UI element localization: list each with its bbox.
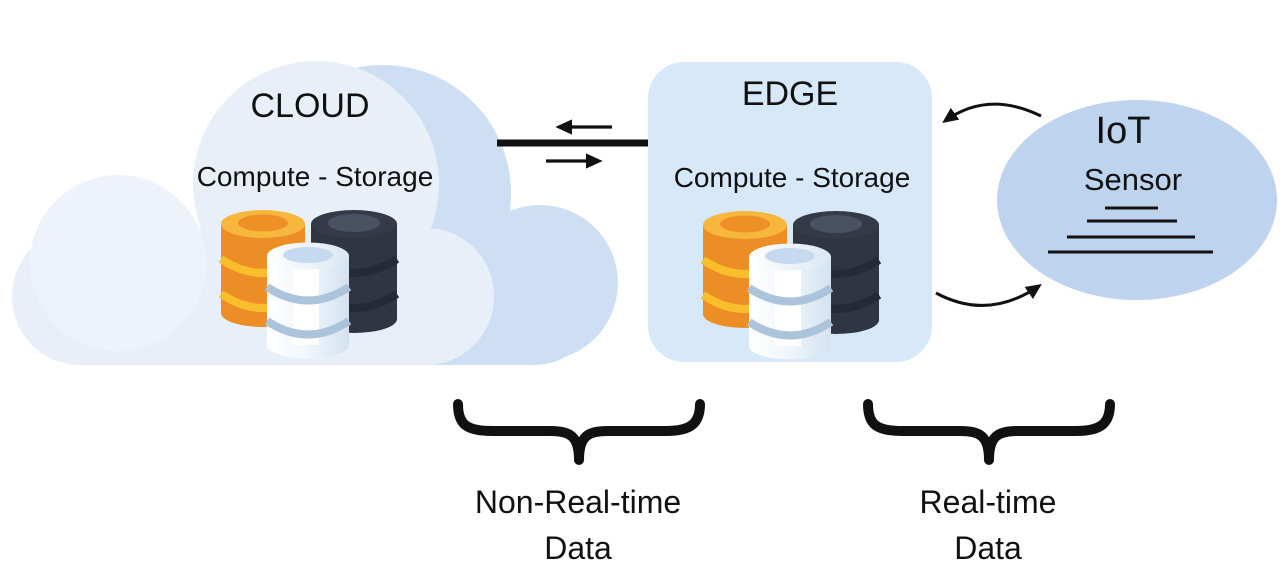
realtime-label-line2: Data (954, 530, 1022, 566)
realtime-brace (868, 404, 1110, 460)
connector-line (497, 139, 648, 147)
edge-title: EDGE (741, 75, 839, 113)
iot-title: IoT (1095, 110, 1151, 152)
cloud-subtitle: Compute - Storage (196, 161, 434, 192)
realtime-label: Real-time Data (848, 479, 1128, 566)
non-realtime-brace (458, 404, 700, 460)
non-realtime-label: Non-Real-time Data (438, 479, 718, 566)
curved-arrow-to-iot-icon (935, 284, 1042, 307)
iot-ellipse-shape (997, 100, 1277, 300)
realtime-label-line1: Real-time (919, 484, 1057, 520)
non-realtime-label-line2: Data (544, 530, 612, 566)
edge-subtitle: Compute - Storage (673, 162, 911, 193)
iot-subtitle: Sensor (1083, 162, 1183, 197)
non-realtime-label-line1: Non-Real-time (474, 484, 682, 520)
curved-arrow-to-edge-icon (942, 102, 1042, 124)
sensor-signal-lines-icon (1048, 206, 1213, 254)
cloud-title: CLOUD (250, 87, 370, 125)
cloud-edge-link (497, 119, 648, 169)
edge-iot-link (935, 102, 1042, 307)
